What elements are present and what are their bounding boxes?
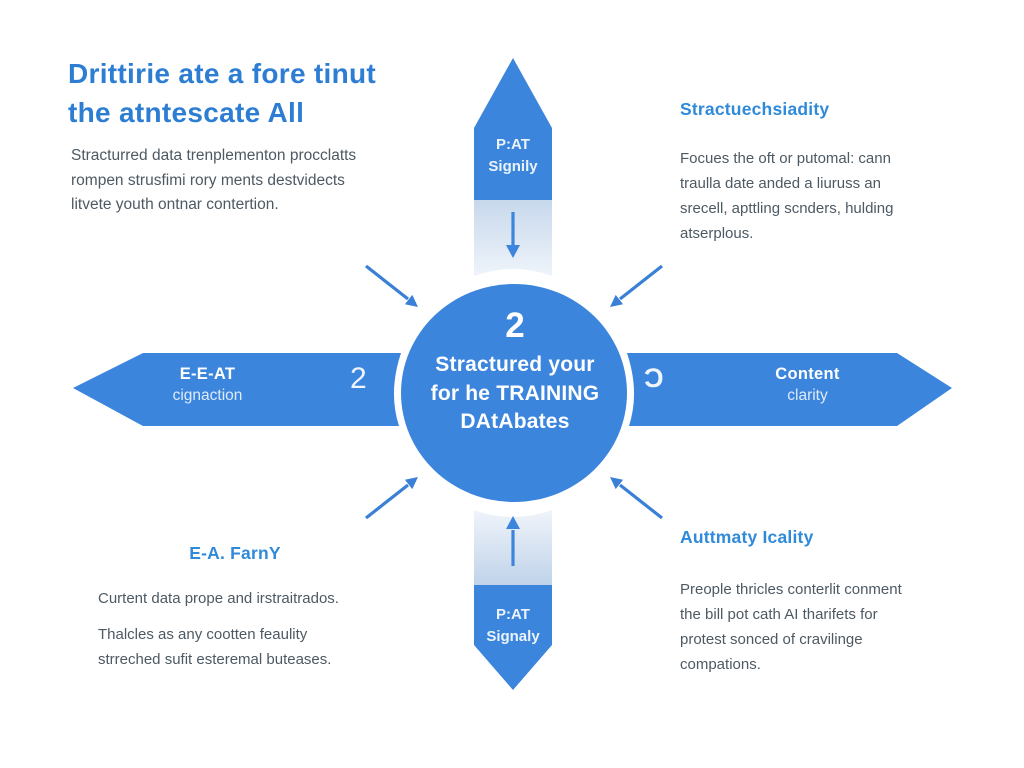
- section-bottom-right-heading: Auttmaty Icality: [680, 527, 814, 547]
- page-title-line2: the atntescate All: [68, 97, 305, 128]
- right-arrow-subtitle: clarity: [787, 387, 828, 404]
- left-arrow-subtitle: cignaction: [172, 387, 243, 404]
- center-number: 2: [505, 306, 525, 345]
- left-arrow-label: E-E-AT cignaction: [115, 364, 300, 407]
- bottom-arrow-shape: [474, 585, 552, 690]
- right-arrow-title: Content: [775, 365, 840, 383]
- section-top-right-heading: Stractuechsiadity: [680, 99, 830, 119]
- diagonal-arrow-top-right-icon: [610, 264, 663, 307]
- diagonal-arrow-bottom-right-icon: [610, 477, 663, 520]
- diagonal-arrow-bottom-left-icon: [365, 477, 418, 520]
- bottom-arrow-label: P:AT Signaly: [486, 606, 540, 645]
- left-arrow-numeral: 2: [350, 362, 367, 395]
- center-line3: DAtAbates: [460, 410, 570, 433]
- right-arrow-glyph: Ɔ: [644, 363, 664, 393]
- center-line1: Stractured your: [435, 353, 595, 376]
- right-arrow-shape: [627, 353, 952, 426]
- down-arrow-icon: [506, 212, 520, 258]
- section-top-right-body: Focues the oft or putomal: cann traulla …: [680, 150, 894, 242]
- top-arrow-shape: [474, 58, 552, 200]
- diagonal-arrow-top-left-icon: [365, 264, 418, 307]
- left-arrow-shape: [73, 353, 401, 426]
- page-subtitle: Stracturred data trenplementon procclatt…: [71, 147, 357, 213]
- up-arrow-icon: [506, 516, 520, 566]
- section-bottom-right-body: Preople thricles conterlit conment the b…: [680, 581, 902, 673]
- section-bottom-left-para1: Curtent data prope and irstraitrados.: [98, 590, 339, 607]
- left-arrow-title: E-E-AT: [179, 365, 236, 383]
- section-bottom-left-heading: E-A. FarnY: [189, 543, 281, 563]
- page-title: Drittirie ate a fore tinut the atntescat…: [68, 54, 488, 132]
- center-circle-label: 2 Stractured your for he TRAINING DAtAba…: [399, 306, 631, 437]
- center-circle: [401, 284, 627, 502]
- section-bottom-left-para2: Thalcles as any cootten feaulity strrech…: [98, 626, 332, 668]
- top-arrow-label: P:AT Signily: [488, 136, 538, 175]
- center-line2: for he TRAINING: [430, 381, 600, 405]
- page-title-line1: Drittirie ate a fore tinut: [68, 58, 377, 89]
- right-arrow-label: Content clarity: [715, 364, 900, 407]
